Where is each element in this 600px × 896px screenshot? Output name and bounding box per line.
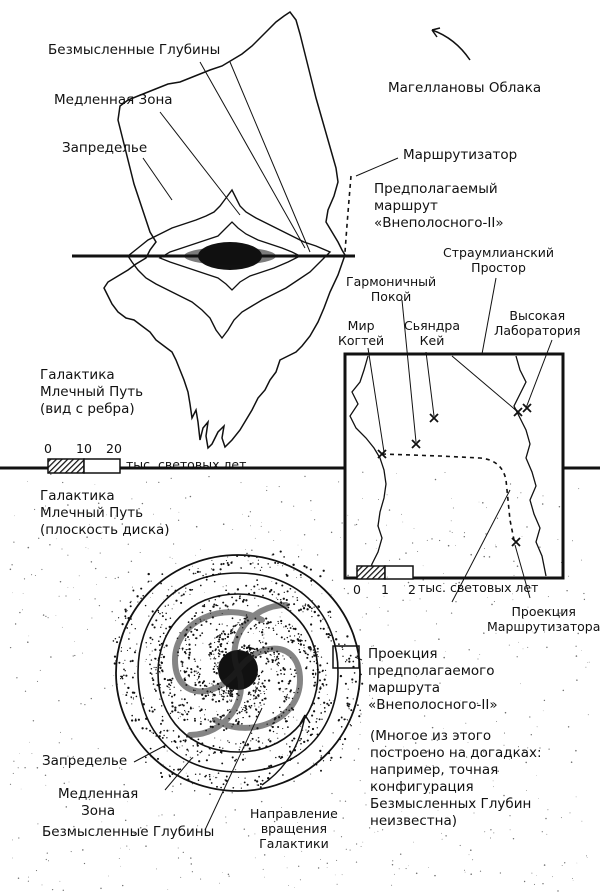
label-route: Предполагаемый маршрут «Внеполосного-II» <box>374 181 504 231</box>
edge-leaders <box>142 61 399 253</box>
label-router: Маршрутизатор <box>403 147 518 163</box>
inset-scale-tick-2: 2 <box>408 582 416 597</box>
label-note: (Многое из этого построено на догадках: … <box>370 728 542 829</box>
magellanic-arrow <box>431 27 471 61</box>
label-senseless-depths-edge: Безмысленные Глубины <box>48 42 221 58</box>
label-slow-zone-edge: Медленная Зона <box>54 92 173 108</box>
marker-harmonious <box>411 439 421 449</box>
inset-scale-unit: тыс. световых лет <box>418 580 539 595</box>
inset-right-boundary <box>513 355 547 577</box>
disk-leaders <box>133 656 363 831</box>
beyond-outline <box>103 10 346 450</box>
depths-ring <box>157 593 319 753</box>
title-disk-view: Галактика Млечный Путь (плоскость диска) <box>40 488 170 538</box>
edge-scale-tick-0: 0 <box>44 441 52 456</box>
label-straumli: Страумлианский Простор <box>443 245 555 275</box>
inset-scale-tick-1: 1 <box>381 582 389 597</box>
marker-router <box>511 537 521 547</box>
marker-sjandra <box>429 413 439 423</box>
inset-left-boundary <box>349 355 387 577</box>
label-magellanic-clouds: Магеллановы Облака <box>388 80 542 96</box>
label-claw-world: Мир Когтей <box>338 318 385 348</box>
marker-high-lab-2 <box>522 403 532 413</box>
marker-high-lab-1 <box>513 407 523 417</box>
edge-core <box>184 242 276 270</box>
inset-route-dashed <box>381 453 515 541</box>
disk-view-galaxy <box>9 471 590 892</box>
rotation-arrow <box>261 714 306 786</box>
label-route-projection: Проекция предполагаемого маршрута «Внепо… <box>368 646 498 713</box>
label-sjandra: Сьяндра Кей <box>404 318 461 348</box>
route-dashed <box>344 175 352 253</box>
edge-scale-tick-20: 20 <box>106 441 122 456</box>
label-rotation: Направление вращения Галактики <box>250 806 338 851</box>
label-senseless-depths-disk: Безмысленные Глубины <box>42 824 215 840</box>
marker-claw-world <box>377 449 387 459</box>
label-high-lab: Высокая Лаборатория <box>494 308 581 338</box>
spiral-arms <box>171 602 304 738</box>
inset-scale-bar <box>356 565 414 580</box>
inset-markers <box>377 403 532 547</box>
slow-zone-outline <box>127 188 332 340</box>
label-beyond-disk: Запределье <box>42 753 128 769</box>
title-edge-view: Галактика Млечный Путь (вид с ребра) <box>40 367 144 417</box>
inset-scale-tick-0: 0 <box>353 582 361 597</box>
label-router-projection: Проекция Маршрутизатора <box>487 604 600 634</box>
edge-scale-bar <box>47 458 121 474</box>
label-beyond-edge: Запределье <box>62 140 148 156</box>
label-slow-zone-disk: Медленная Зона <box>58 786 139 819</box>
label-harmonious: Гармоничный Покой <box>346 274 437 304</box>
inset-map <box>343 277 565 603</box>
edge-scale-unit: тыс. световых лет <box>126 457 247 472</box>
route-projection-box <box>332 645 360 669</box>
slow-zone-ring <box>137 572 339 773</box>
beyond-ring <box>115 554 361 792</box>
edge-scale-tick-10: 10 <box>76 441 92 456</box>
